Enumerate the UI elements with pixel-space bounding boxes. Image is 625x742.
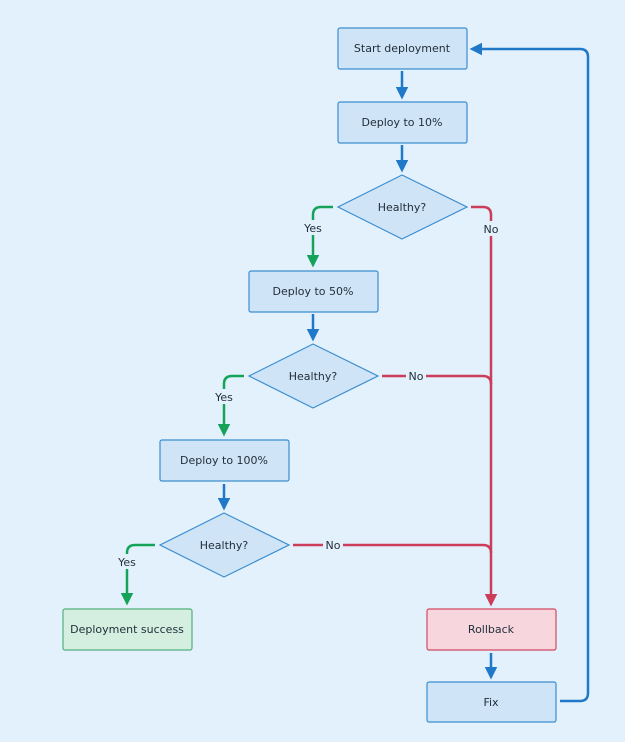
- node-rollback: Rollback: [426, 608, 557, 651]
- svg-text:Deploy to 100%: Deploy to 100%: [180, 454, 268, 467]
- svg-text:No: No: [409, 370, 424, 383]
- edge-fix-to-start: [469, 42, 590, 703]
- edge-check3-yes: [120, 543, 155, 606]
- svg-text:Start deployment: Start deployment: [354, 42, 451, 55]
- svg-text:Yes: Yes: [117, 556, 136, 569]
- decision-healthy-2: Healthy?: [247, 343, 380, 409]
- svg-text:Fix: Fix: [483, 696, 499, 709]
- decision-healthy-3: Healthy?: [158, 512, 291, 578]
- svg-text:No: No: [326, 539, 341, 552]
- node-deployment-success: Deployment success: [62, 608, 193, 651]
- decision-healthy-1: Healthy?: [336, 174, 469, 240]
- edge-check2-yes: [217, 374, 244, 437]
- svg-text:Deployment success: Deployment success: [70, 623, 184, 636]
- svg-text:Deploy to 10%: Deploy to 10%: [361, 116, 442, 129]
- svg-text:Healthy?: Healthy?: [289, 370, 338, 383]
- edge-check3-no: [293, 543, 493, 554]
- svg-text:Healthy?: Healthy?: [378, 201, 427, 214]
- svg-text:Yes: Yes: [214, 391, 233, 404]
- node-start-deployment: Start deployment: [337, 27, 468, 70]
- svg-text:Healthy?: Healthy?: [200, 539, 249, 552]
- svg-text:Rollback: Rollback: [468, 623, 515, 636]
- label-yes-1: Yes: [302, 220, 324, 235]
- svg-text:No: No: [484, 223, 499, 236]
- node-fix: Fix: [426, 681, 557, 723]
- svg-text:Yes: Yes: [303, 222, 322, 235]
- edge-check2-no: [382, 374, 493, 385]
- label-yes-3: Yes: [116, 554, 138, 569]
- node-deploy-100: Deploy to 100%: [159, 439, 290, 482]
- label-yes-2: Yes: [213, 389, 235, 404]
- node-deploy-10: Deploy to 10%: [337, 101, 468, 144]
- label-no-1: No: [481, 221, 501, 236]
- edge-check1-no: [471, 205, 498, 607]
- svg-text:Deploy to 50%: Deploy to 50%: [272, 285, 353, 298]
- node-deploy-50: Deploy to 50%: [248, 270, 379, 313]
- label-no-3: No: [323, 537, 343, 552]
- edge-check1-yes: [306, 205, 333, 268]
- label-no-2: No: [406, 368, 426, 383]
